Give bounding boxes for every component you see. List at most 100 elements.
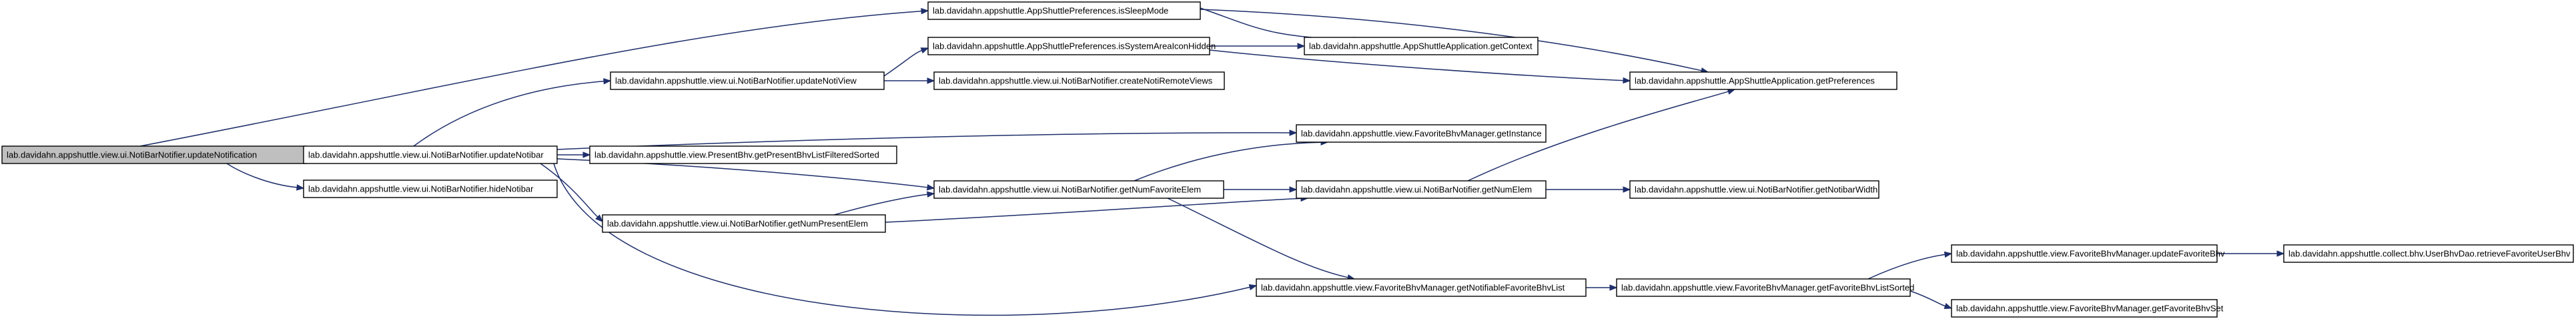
edge-n15-n12 xyxy=(833,191,935,216)
arrowhead-icon xyxy=(296,184,305,191)
edge-n4-n5 xyxy=(556,129,1298,150)
function-node-n8[interactable]: lab.davidahn.appshuttle.view.FavoriteBhv… xyxy=(1951,299,2224,318)
edge-line xyxy=(883,49,922,77)
arrowhead-icon xyxy=(1248,284,1258,291)
node-box xyxy=(1951,244,2218,263)
node-label: lab.davidahn.appshuttle.view.ui.NotiBarN… xyxy=(615,76,857,86)
function-node-n16[interactable]: lab.davidahn.appshuttle.view.ui.NotiBarN… xyxy=(610,71,885,90)
node-box xyxy=(2283,244,2574,263)
edge-n7-n9 xyxy=(1867,251,1953,280)
edge-line xyxy=(553,163,1250,316)
node-box xyxy=(1256,278,1587,297)
edge-n12-n13 xyxy=(1224,186,1298,193)
function-node-n1[interactable]: lab.davidahn.appshuttle.AppShuttlePrefer… xyxy=(927,1,1201,20)
edge-line xyxy=(1134,141,1322,182)
node-box xyxy=(589,145,897,164)
function-node-n0[interactable]: lab.davidahn.appshuttle.view.ui.NotiBarN… xyxy=(1,145,307,164)
edge-line xyxy=(1467,91,1729,182)
node-label: lab.davidahn.appshuttle.view.ui.NotiBarN… xyxy=(308,150,544,160)
edge-n12-n6 xyxy=(1167,198,1356,281)
function-node-n19[interactable]: lab.davidahn.appshuttle.view.ui.NotiBarN… xyxy=(303,180,558,198)
node-label: lab.davidahn.appshuttle.view.FavoriteBhv… xyxy=(1621,283,1914,293)
function-node-n4[interactable]: lab.davidahn.appshuttle.view.ui.NotiBarN… xyxy=(303,145,558,164)
edge-n4-n16 xyxy=(413,78,612,147)
node-box xyxy=(927,37,1210,55)
arrowhead-icon xyxy=(1944,251,1953,258)
node-label: lab.davidahn.appshuttle.AppShuttlePrefer… xyxy=(933,6,1168,16)
arrowhead-icon xyxy=(2276,250,2285,257)
function-node-n6[interactable]: lab.davidahn.appshuttle.view.FavoriteBhv… xyxy=(1256,278,1587,297)
function-node-n13[interactable]: lab.davidahn.appshuttle.view.ui.NotiBarN… xyxy=(1296,180,1547,199)
node-box xyxy=(303,180,558,198)
arrowhead-icon xyxy=(920,47,929,54)
node-label: lab.davidahn.appshuttle.view.ui.NotiBarN… xyxy=(308,184,534,194)
node-box xyxy=(927,1,1201,20)
node-label: lab.davidahn.appshuttle.collect.bhv.User… xyxy=(2288,249,2571,259)
node-box xyxy=(1951,299,2218,318)
arrowhead-icon xyxy=(1623,77,1631,84)
node-label: lab.davidahn.appshuttle.view.ui.NotiBarN… xyxy=(939,185,1201,195)
edge-line xyxy=(226,163,298,188)
edge-n16-n17 xyxy=(883,47,929,77)
edge-n4-n11 xyxy=(557,151,591,158)
edge-n9-n10 xyxy=(2217,250,2285,257)
arrowhead-icon xyxy=(582,151,591,158)
node-box xyxy=(1629,180,1879,199)
edge-n12-n5 xyxy=(1134,139,1329,182)
arrowhead-icon xyxy=(595,214,603,222)
node-label: lab.davidahn.appshuttle.view.ui.NotiBarN… xyxy=(939,76,1213,86)
arrowhead-icon xyxy=(1623,186,1631,193)
edge-line xyxy=(139,10,922,147)
function-node-n15[interactable]: lab.davidahn.appshuttle.view.ui.NotiBarN… xyxy=(602,214,886,233)
node-box xyxy=(602,214,886,233)
edge-line xyxy=(1200,7,1355,41)
arrowhead-icon xyxy=(1289,186,1298,193)
edge-n7-n8 xyxy=(1909,290,1953,310)
arrowhead-icon xyxy=(1609,284,1618,291)
node-box xyxy=(1296,124,1547,143)
function-node-n14[interactable]: lab.davidahn.appshuttle.view.ui.NotiBarN… xyxy=(1629,180,1879,199)
arrowhead-icon xyxy=(1289,129,1298,136)
arrowhead-icon xyxy=(927,184,935,191)
edge-n13-n14 xyxy=(1546,186,1631,193)
function-node-n11[interactable]: lab.davidahn.appshuttle.view.PresentBhv.… xyxy=(589,145,897,164)
edge-n0-n1 xyxy=(139,8,929,147)
edge-n4-n6 xyxy=(553,163,1258,316)
function-node-n9[interactable]: lab.davidahn.appshuttle.view.FavoriteBhv… xyxy=(1951,244,2225,263)
arrowhead-icon xyxy=(1944,303,1953,310)
function-node-n18[interactable]: lab.davidahn.appshuttle.view.ui.NotiBarN… xyxy=(933,71,1225,90)
node-label: lab.davidahn.appshuttle.AppShuttleApplic… xyxy=(1309,41,1533,51)
function-node-n10[interactable]: lab.davidahn.appshuttle.collect.bhv.User… xyxy=(2283,244,2574,263)
node-box xyxy=(303,145,558,164)
function-node-n5[interactable]: lab.davidahn.appshuttle.view.FavoriteBhv… xyxy=(1296,124,1547,143)
function-node-n12[interactable]: lab.davidahn.appshuttle.view.ui.NotiBarN… xyxy=(933,180,1224,199)
node-box xyxy=(933,180,1224,199)
edge-n6-n7 xyxy=(1586,284,1618,291)
function-node-n3[interactable]: lab.davidahn.appshuttle.AppShuttleApplic… xyxy=(1629,71,1897,90)
node-box xyxy=(1296,180,1547,199)
function-node-n2[interactable]: lab.davidahn.appshuttle.AppShuttleApplic… xyxy=(1304,37,1539,55)
node-label: lab.davidahn.appshuttle.view.ui.NotiBarN… xyxy=(607,219,868,229)
node-label: lab.davidahn.appshuttle.view.FavoriteBhv… xyxy=(1956,304,2224,314)
node-label: lab.davidahn.appshuttle.AppShuttleApplic… xyxy=(1635,76,1875,86)
node-label: lab.davidahn.appshuttle.view.ui.NotiBarN… xyxy=(1635,185,1877,195)
function-node-n7[interactable]: lab.davidahn.appshuttle.view.FavoriteBhv… xyxy=(1616,278,1914,297)
edge-line xyxy=(540,163,598,218)
edge-line xyxy=(1867,254,1946,280)
arrowhead-icon xyxy=(921,8,929,15)
edge-line xyxy=(556,132,1290,150)
node-label: lab.davidahn.appshuttle.view.ui.NotiBarN… xyxy=(7,150,257,160)
node-label: lab.davidahn.appshuttle.AppShuttlePrefer… xyxy=(933,41,1216,51)
arrowhead-icon xyxy=(927,77,935,84)
edge-line xyxy=(413,81,604,147)
edge-line xyxy=(1167,198,1348,278)
function-node-n17[interactable]: lab.davidahn.appshuttle.AppShuttlePrefer… xyxy=(927,37,1216,55)
node-box xyxy=(933,71,1225,90)
edge-line xyxy=(1909,290,1946,307)
node-box xyxy=(610,71,885,90)
edge-n17-n3 xyxy=(1209,49,1631,84)
edge-n15-n13 xyxy=(885,195,1309,223)
node-box xyxy=(1629,71,1897,90)
edge-n16-n18 xyxy=(884,77,935,84)
